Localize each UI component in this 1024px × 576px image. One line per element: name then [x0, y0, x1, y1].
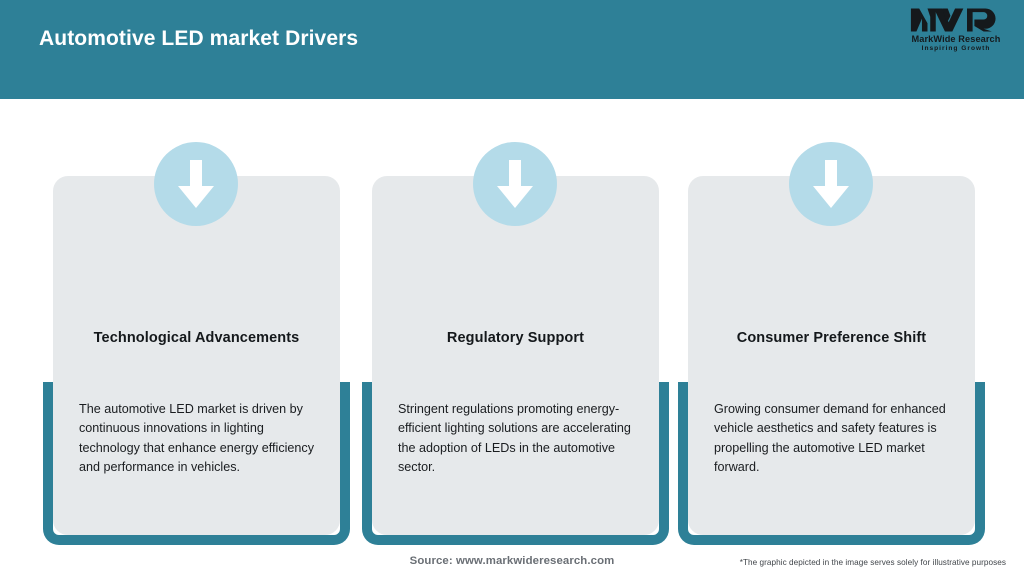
driver-card-1: Technological Advancements The automotiv…	[36, 99, 356, 576]
arrow-down-icon-1	[154, 142, 238, 226]
card-bracket-2	[362, 382, 669, 545]
card-body-3: Growing consumer demand for enhanced veh…	[714, 402, 946, 475]
card-bracket-3	[678, 382, 985, 545]
card-title-2: Regulatory Support	[446, 330, 585, 346]
driver-cards-area: Technological Advancements The automotiv…	[0, 99, 1024, 576]
card-body-1: The automotive LED market is driven by c…	[79, 402, 315, 475]
arrow-down-icon-2	[473, 142, 557, 226]
brand-logo: MarkWide Research Inspiring Growth	[904, 6, 1008, 58]
card-title-1: Technological Advancements	[93, 330, 300, 346]
driver-card-3: Consumer Preference Shift Growing consum…	[671, 99, 991, 576]
logo-company-name: MarkWide Research	[911, 34, 1001, 44]
mwr-logo-icon	[910, 8, 996, 32]
card-title-3: Consumer Preference Shift	[736, 330, 927, 346]
driver-card-2: Regulatory Support Stringent regulations…	[355, 99, 675, 576]
arrow-down-glyph-1	[178, 160, 214, 208]
arrow-down-icon-3	[789, 142, 873, 226]
arrow-down-glyph-2	[497, 160, 533, 208]
logo-tagline: Inspiring Growth	[921, 45, 991, 53]
card-panel-2: Regulatory Support Stringent regulations…	[372, 176, 659, 535]
card-panel-3: Consumer Preference Shift Growing consum…	[688, 176, 975, 535]
card-panel-1: Technological Advancements The automotiv…	[53, 176, 340, 535]
disclaimer-note: *The graphic depicted in the image serve…	[739, 558, 1006, 567]
header-bar: Automotive LED market Drivers MarkWide R…	[0, 0, 1024, 99]
card-body-2: Stringent regulations promoting energy-e…	[398, 402, 631, 475]
arrow-down-glyph-3	[813, 160, 849, 208]
page-title: Automotive LED market Drivers	[39, 27, 359, 50]
card-bracket-1	[43, 382, 350, 545]
source-note: Source: www.markwideresearch.com	[409, 555, 615, 567]
